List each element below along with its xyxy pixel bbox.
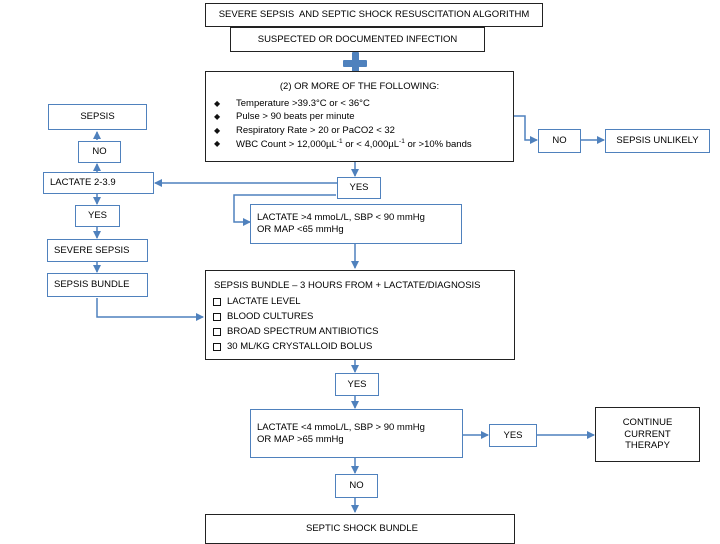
yes-box-1: YES: [337, 177, 381, 199]
bundle-item: LACTATE LEVEL: [206, 295, 514, 310]
criteria-item: ◆ Temperature >39.3°C or < 36°C: [214, 97, 513, 111]
bundle-item-label: 30 ML/KG CRYSTALLOID BOLUS: [227, 341, 373, 353]
criteria-item: ◆ Pulse > 90 beats per minute: [214, 110, 513, 124]
criteria-item-wbc: ◆ WBC Count > 12,000µL-1 or < 4,000µL-1 …: [206, 138, 513, 152]
checkbox-square-icon: [213, 343, 221, 352]
septic-shock-bundle-label: SEPTIC SHOCK BUNDLE: [306, 523, 418, 534]
no-box-bottom: NO: [335, 474, 378, 498]
checkbox-square-icon: [213, 298, 221, 307]
sepsis-unlikely-box: SEPSIS UNLIKELY: [605, 129, 710, 153]
severe-sepsis-box: SEVERE SEPSIS: [47, 239, 148, 262]
diamond-bullet-icon: ◆: [214, 125, 221, 135]
bundle-item-label: BLOOD CULTURES: [227, 311, 314, 323]
bundle-item-label: LACTATE LEVEL: [227, 296, 301, 308]
criteria-item-label: WBC Count > 12,000µL-1 or < 4,000µL-1 or…: [236, 137, 472, 150]
bundle-list: LACTATE LEVEL BLOOD CULTURES BROAD SPECTRU…: [206, 295, 514, 355]
no-box-right: NO: [538, 129, 581, 153]
arrow-criteria-to-no: [514, 115, 538, 144]
lactate-mid-box: LACTATE 2-3.9: [43, 172, 154, 194]
criteria-item-label: Temperature >39.3°C or < 36°C: [236, 97, 370, 109]
criteria-list: ◆ Temperature >39.3°C or < 36°C ◆ Pulse > 9…: [206, 97, 513, 138]
criteria-item-label: Respiratory Rate > 20 or PaCO2 < 32: [236, 124, 395, 136]
sepsis-bundle-checklist: SEPSIS BUNDLE – 3 HOURS FROM + LACTATE/D…: [205, 270, 515, 360]
bundle-item-label: BROAD SPECTRUM ANTIBIOTICS: [227, 326, 379, 338]
lactate-low-box: LACTATE <4 mmoL/L, SBP > 90 mmHg OR MAP …: [250, 409, 463, 458]
diamond-bullet-icon: ◆: [214, 112, 221, 122]
no-box-left: NO: [78, 141, 121, 163]
bundle-item: 30 ML/KG CRYSTALLOID BOLUS: [206, 340, 514, 355]
sepsis-bundle-box: SEPSIS BUNDLE: [47, 273, 148, 297]
checkbox-square-icon: [213, 328, 221, 337]
criteria-item-label: Pulse > 90 beats per minute: [236, 111, 355, 123]
bundle-title: SEPSIS BUNDLE – 3 HOURS FROM + LACTATE/D…: [214, 280, 481, 291]
septic-shock-bundle-box: SEPTIC SHOCK BUNDLE: [205, 514, 515, 544]
continue-therapy-box: CONTINUE CURRENT THERAPY: [595, 407, 700, 462]
yes-box-2: YES: [335, 373, 379, 396]
plus-icon: [343, 52, 367, 74]
criteria-heading: (2) OR MORE OF THE FOLLOWING:: [279, 81, 440, 92]
sepsis-box: SEPSIS: [48, 104, 147, 130]
criteria-item: ◆ Respiratory Rate > 20 or PaCO2 < 32: [214, 124, 513, 138]
yes-box-3: YES: [489, 424, 537, 447]
bundle-item: BROAD SPECTRUM ANTIBIOTICS: [206, 325, 514, 340]
lactate-high-box: LACTATE >4 mmoL/L, SBP < 90 mmHg OR MAP …: [250, 204, 462, 244]
arrow-sepsis-bundle-to-bundle: [96, 298, 204, 321]
algorithm-title: SEVERE SEPSIS AND SEPTIC SHOCK RESUSCITA…: [205, 3, 543, 27]
arrow-yes-to-lactate-high: [233, 194, 336, 226]
suspected-infection-box: SUSPECTED OR DOCUMENTED INFECTION: [230, 27, 485, 52]
diamond-bullet-icon: ◆: [214, 139, 221, 149]
sirs-criteria-box: (2) OR MORE OF THE FOLLOWING: ◆ Temperatu…: [205, 71, 514, 162]
checkbox-square-icon: [213, 313, 221, 322]
bundle-item: BLOOD CULTURES: [206, 310, 514, 325]
yes-box-left: YES: [75, 205, 120, 227]
diamond-bullet-icon: ◆: [214, 98, 221, 108]
